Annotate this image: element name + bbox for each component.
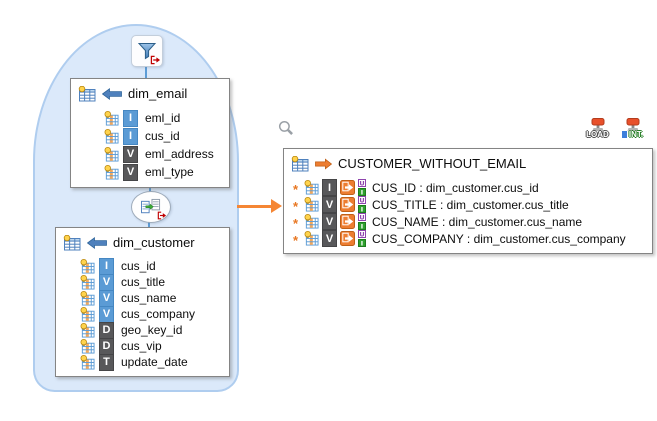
datatype-badge: V [99, 305, 114, 323]
connector-email-join [149, 186, 151, 194]
datatype-badge: V [123, 163, 138, 181]
mandatory-asterisk-icon [293, 183, 301, 193]
load-km-label: LOAD [586, 130, 609, 139]
mandatory-asterisk-icon [293, 234, 301, 244]
mapped-column-row[interactable]: V CUS_NAME : dim_customer.cus_name [284, 213, 652, 230]
datatype-badge: T [99, 353, 114, 371]
update-insert-flags [358, 213, 366, 230]
datatype-badge: I [322, 179, 337, 196]
column-icon [80, 259, 95, 274]
update-flag-icon [358, 179, 366, 187]
mandatory-asterisk-icon [293, 217, 301, 227]
datastore-title: dim_customer [113, 235, 195, 250]
datatype-badge: D [99, 321, 114, 339]
column-row[interactable]: I cus_id [56, 257, 229, 275]
knowledge-module-badges: LOAD INT. [582, 118, 648, 139]
execute-on-target-icon [340, 197, 355, 212]
insert-flag-icon [358, 239, 366, 247]
column-icon [104, 111, 119, 126]
join-operator[interactable] [131, 191, 171, 223]
column-row[interactable]: V cus_company [56, 305, 229, 323]
column-row[interactable]: T update_date [56, 353, 229, 371]
execute-on-target-icon [340, 180, 355, 195]
datatype-badge: D [99, 337, 114, 355]
integration-km-label: INT. [622, 130, 643, 139]
datastore-header[interactable]: dim_email [71, 79, 229, 108]
datastore-dim-customer[interactable]: dim_customer I cus_id V cus_title V cus_… [55, 227, 230, 377]
column-icon [104, 147, 119, 162]
update-flag-icon [358, 230, 366, 238]
column-row[interactable]: I eml_id [71, 109, 229, 127]
datastore-header[interactable]: CUSTOMER_WITHOUT_EMAIL [284, 149, 652, 178]
datatype-badge: V [322, 213, 337, 230]
execute-exit-icon [157, 211, 167, 220]
column-row[interactable]: V cus_title [56, 273, 229, 291]
datatype-badge: I [99, 257, 114, 275]
mapped-column-row[interactable]: I CUS_ID : dim_customer.cus_id [284, 179, 652, 196]
datastore-dim-email[interactable]: dim_email I eml_id I cus_id V eml_addres… [70, 78, 230, 188]
column-icon [80, 355, 95, 370]
source-arrow-icon [102, 88, 122, 100]
datatype-badge: V [99, 289, 114, 307]
column-icon [304, 231, 319, 246]
column-icon [304, 214, 319, 229]
column-row[interactable]: V eml_type [71, 163, 229, 181]
column-icon [80, 291, 95, 306]
datastore-header[interactable]: dim_customer [56, 228, 229, 257]
update-insert-flags [358, 179, 366, 196]
mapped-column-row[interactable]: V CUS_TITLE : dim_customer.cus_title [284, 196, 652, 213]
insert-flag-icon [358, 222, 366, 230]
source-arrow-icon [87, 237, 107, 249]
insert-flag-icon [358, 205, 366, 213]
column-row[interactable]: I cus_id [71, 127, 229, 145]
filter-operator[interactable] [131, 35, 163, 67]
integration-km-badge[interactable]: INT. [617, 118, 648, 139]
column-icon [80, 323, 95, 338]
update-insert-flags [358, 230, 366, 247]
execute-on-target-icon [340, 231, 355, 246]
mandatory-asterisk-icon [293, 200, 301, 210]
column-icon [304, 197, 319, 212]
datatype-badge: V [99, 273, 114, 291]
mapped-column-row[interactable]: V CUS_COMPANY : dim_customer.cus_company [284, 230, 652, 247]
datatype-badge: V [322, 196, 337, 213]
execute-exit-icon [150, 55, 161, 65]
column-row[interactable]: D geo_key_id [56, 321, 229, 339]
execute-on-target-icon [340, 214, 355, 229]
column-icon [80, 339, 95, 354]
column-row[interactable]: V eml_address [71, 145, 229, 163]
insert-flag-icon [358, 188, 366, 196]
connector-filter-email [145, 66, 147, 79]
column-row[interactable]: D cus_vip [56, 337, 229, 355]
datastore-icon [291, 156, 309, 172]
update-flag-icon [358, 196, 366, 204]
datastore-title: dim_email [128, 86, 188, 101]
datastore-icon [63, 235, 81, 251]
datatype-badge: I [123, 109, 138, 127]
datatype-badge: V [322, 230, 337, 247]
datastore-icon [78, 86, 96, 102]
column-icon [304, 180, 319, 195]
datastore-customer-without-email[interactable]: CUSTOMER_WITHOUT_EMAIL I CUS_ID : dim_cu… [283, 148, 653, 254]
column-row[interactable]: V cus_name [56, 289, 229, 307]
load-km-badge[interactable]: LOAD [582, 118, 613, 139]
flow-arrowhead-icon [271, 199, 282, 213]
datatype-badge: I [123, 127, 138, 145]
update-flag-icon [358, 213, 366, 221]
column-icon [80, 275, 95, 290]
flow-arrow [237, 205, 273, 208]
magnifier-icon[interactable] [278, 120, 294, 136]
column-icon [104, 165, 119, 180]
datastore-title: CUSTOMER_WITHOUT_EMAIL [338, 156, 527, 171]
target-arrow-icon [315, 158, 332, 170]
column-icon [104, 129, 119, 144]
datatype-badge: V [123, 145, 138, 163]
column-icon [80, 307, 95, 322]
update-insert-flags [358, 196, 366, 213]
connector-join-customer [148, 219, 150, 229]
